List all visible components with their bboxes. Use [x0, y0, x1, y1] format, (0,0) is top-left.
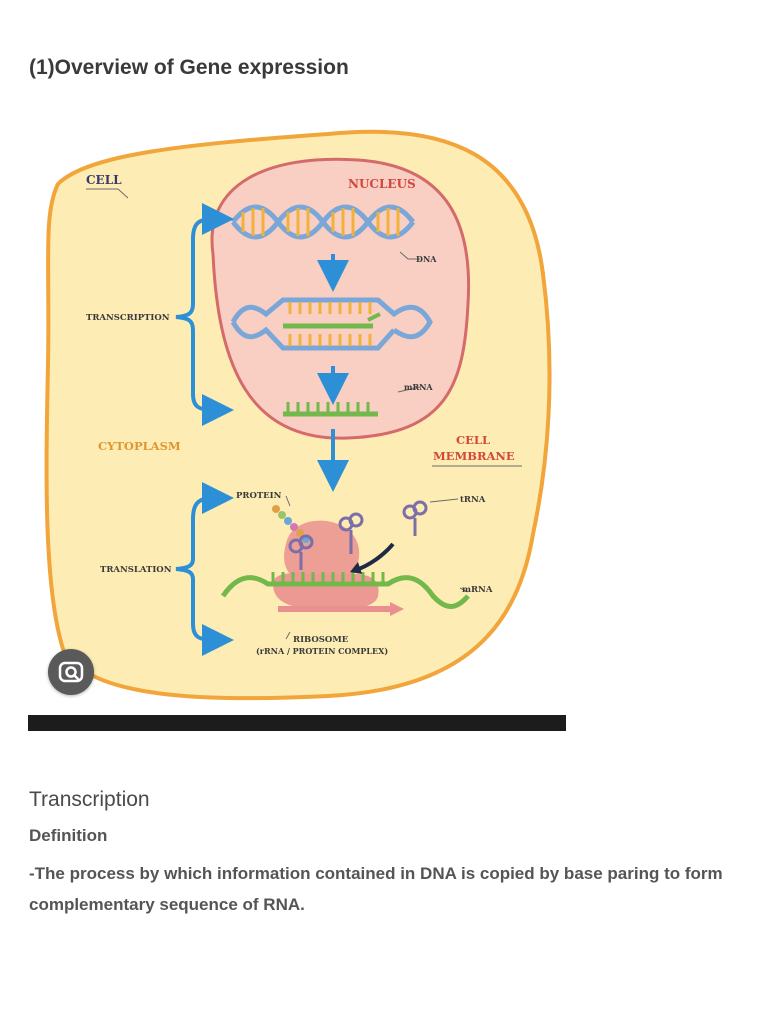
label-nucleus: NUCLEUS — [348, 177, 416, 191]
label-cytoplasm: CYTOPLASM — [98, 439, 181, 453]
label-dna: DNA — [416, 254, 437, 264]
image-caption-bar — [28, 715, 566, 731]
diagram-svg: CELL NUCLEUS DNA TRANSCRIPTION mRNA CYTO… — [44, 129, 552, 701]
dna-helix-top — [231, 204, 415, 240]
label-ribosome-sub: (rRNA / PROTEIN COMPLEX) — [256, 646, 388, 656]
gene-expression-diagram: CELL NUCLEUS DNA TRANSCRIPTION mRNA CYTO… — [28, 104, 566, 716]
label-ribosome: RIBOSOME — [293, 635, 349, 645]
leader-lines — [86, 188, 522, 640]
page-title: (1)Overview of Gene expression — [29, 56, 349, 79]
label-transcription: TRANSCRIPTION — [86, 313, 170, 323]
lens-button[interactable] — [48, 649, 94, 695]
lens-icon — [58, 661, 84, 683]
section-subheading: Definition — [29, 826, 108, 845]
label-trna: tRNA — [460, 495, 486, 505]
label-protein: PROTEIN — [236, 491, 282, 501]
mrna-strand-cytoplasm — [220, 575, 470, 609]
transcription-brace — [175, 203, 234, 426]
label-mrna-cytoplasm: mRNA — [462, 585, 493, 595]
trna-molecules — [288, 500, 428, 570]
translation-brace — [175, 482, 234, 656]
label-cell: CELL — [86, 173, 122, 187]
dna-unwound — [230, 297, 433, 351]
definition-text: -The process by which information contai… — [29, 864, 723, 914]
label-cell-membrane-line2: MEMBRANE — [433, 449, 515, 463]
label-mrna-nucleus: mRNA — [404, 382, 433, 392]
label-cell-membrane-line1: CELL — [456, 433, 490, 447]
label-translation: TRANSLATION — [100, 565, 172, 575]
section-heading: Transcription — [29, 788, 150, 811]
mrna-codons — [271, 572, 385, 584]
